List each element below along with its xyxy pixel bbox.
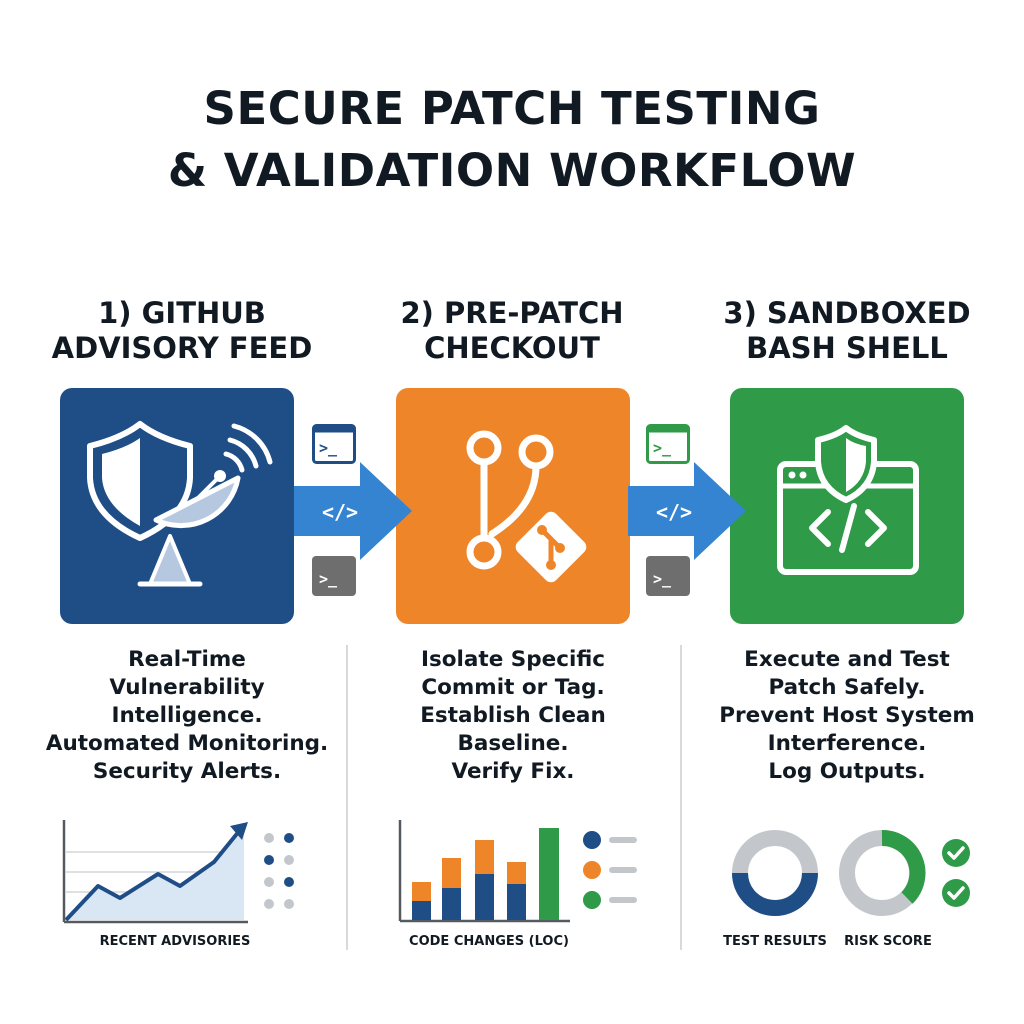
column-divider <box>680 645 682 950</box>
step-2-description: Isolate Specific Commit or Tag. Establis… <box>343 646 683 786</box>
chart-bar <box>507 862 526 884</box>
description-line: Verify Fix. <box>451 759 575 784</box>
step-3-title-line-1: 3) SANDBOXED <box>723 296 971 330</box>
chart-bar <box>412 882 431 901</box>
description-line: Vulnerability <box>109 675 265 700</box>
chart-bar <box>475 874 494 920</box>
step-3-illustration <box>777 425 919 575</box>
description-line: Isolate Specific <box>420 647 606 672</box>
results-donut-charts <box>732 829 970 916</box>
code-icon <box>809 503 887 553</box>
legend-dots <box>264 833 294 909</box>
shield-icon <box>815 425 877 503</box>
step-1-title-line-2: ADVISORY FEED <box>51 331 313 365</box>
terminal-icon: >_ <box>646 556 690 596</box>
step-2-illustration <box>466 430 587 583</box>
terminal-prompt: >_ <box>653 570 672 588</box>
page-title: SECURE PATCH TESTING & VALIDATION WORKFL… <box>0 78 1024 202</box>
description-line: Execute and Test <box>744 647 950 672</box>
recent-advisories-caption: RECENT ADVISORIES <box>99 934 251 949</box>
description-line: Interference. <box>767 731 927 756</box>
trend-area <box>66 828 244 920</box>
git-logo-icon <box>515 511 587 583</box>
step-3-title: 3) SANDBOXED BASH SHELL <box>682 296 1012 366</box>
chart-bar <box>442 888 461 920</box>
arrow-right-icon: </> <box>628 462 746 560</box>
step-1-title-line-1: 1) GITHUB <box>98 296 266 330</box>
test-results-caption: TEST RESULTS <box>723 934 827 949</box>
chart-bar <box>412 901 431 920</box>
chart-legend <box>583 831 637 909</box>
chart-bar <box>442 858 461 888</box>
step-3-title-line-2: BASH SHELL <box>746 331 948 365</box>
description-line: Baseline. <box>457 731 569 756</box>
description-line: Establish Clean <box>420 703 606 728</box>
step-1-title: 1) GITHUB ADVISORY FEED <box>17 296 347 366</box>
terminal-prompt: >_ <box>319 439 338 457</box>
terminal-prompt: >_ <box>653 439 672 457</box>
wifi-signal-icon <box>223 423 273 473</box>
terminal-icon: >_ <box>312 556 356 596</box>
test-results-donut <box>732 830 818 916</box>
recent-advisories-chart <box>62 820 294 924</box>
step-1-illustration <box>87 421 273 587</box>
description-line: Commit or Tag. <box>421 675 605 700</box>
step-3-description: Execute and Test Patch Safely. Prevent H… <box>677 646 1017 786</box>
step-2-title: 2) PRE-PATCH CHECKOUT <box>347 296 677 366</box>
git-branch-icon <box>466 430 554 570</box>
description-line: Intelligence. <box>111 703 263 728</box>
trend-line <box>64 828 242 922</box>
terminal-prompt: >_ <box>319 570 338 588</box>
description-line: Automated Monitoring. <box>45 731 329 756</box>
title-line-1: SECURE PATCH TESTING <box>203 82 821 135</box>
satellite-dish-icon <box>137 470 241 587</box>
description-line: Log Outputs. <box>768 759 926 784</box>
step-1-description: Real-Time Vulnerability Intelligence. Au… <box>17 646 357 786</box>
shield-icon <box>87 421 193 541</box>
step-3-tile <box>730 388 964 624</box>
step-2-title-line-2: CHECKOUT <box>424 331 600 365</box>
chart-bar <box>507 884 526 920</box>
step-2-title-line-1: 2) PRE-PATCH <box>400 296 624 330</box>
terminal-icon: >_ <box>646 424 690 464</box>
description-line: Security Alerts. <box>92 759 282 784</box>
code-changes-chart <box>398 820 637 923</box>
column-divider <box>346 645 348 950</box>
title-line-2: & VALIDATION WORKFLOW <box>167 144 857 197</box>
risk-score-donut <box>839 829 926 916</box>
step-1-tile <box>60 388 294 624</box>
code-changes-caption: CODE CHANGES (LOC) <box>409 934 569 949</box>
step-2-tile <box>396 388 630 624</box>
arrow-code-label: </> <box>322 500 358 524</box>
arrow-code-label: </> <box>656 500 692 524</box>
check-circle-icon <box>942 839 970 867</box>
chart-bar <box>539 828 559 920</box>
chart-bar <box>475 840 494 874</box>
description-line: Real-Time <box>128 647 246 672</box>
description-line: Patch Safely. <box>768 675 926 700</box>
risk-score-caption: RISK SCORE <box>844 934 932 949</box>
description-line: Prevent Host System <box>719 703 975 728</box>
trend-arrowhead <box>230 822 248 840</box>
arrow-right-icon: </> <box>294 462 412 560</box>
check-circle-icon <box>942 879 970 907</box>
terminal-icon: >_ <box>312 424 356 464</box>
